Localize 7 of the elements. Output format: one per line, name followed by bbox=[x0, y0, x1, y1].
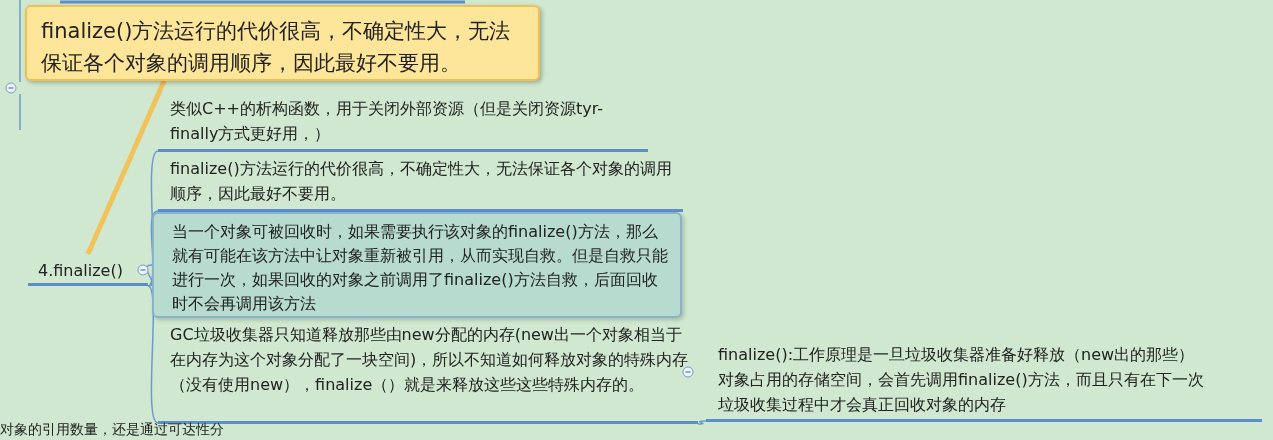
note-text: 对象的引用数量，还是通过可达性分 bbox=[0, 421, 224, 439]
connector-line bbox=[145, 264, 154, 287]
subtopic-text: finalize():工作原理是一旦垃圾收集器准备好释放（new出的那些）对象占用的存储空间，会首先调用finalize()方法，而且只有在下一次垃圾收集过程中才会真正回收对象的内存 bbox=[706, 342, 1262, 422]
subtopic-text: 类似C++的析构函数，用于关闭外部资源（但是关闭资源tyr-finally方式更好用，） bbox=[158, 96, 648, 152]
connector-line bbox=[697, 420, 707, 425]
callout-box: finalize()方法运行的代价很高，不确定性大，无法保证各个对象的调用顺序，因此最好不要用。 bbox=[25, 5, 540, 81]
highlighted-subtopic: 当一个对象可被回收时，如果需要执行该对象的finalize()方法，那么就有可能在该方法中让对象重新被引用，从而实现自救。但是自救只能进行一次，如果回收的对象之前调用了finalize()方法自救，后面回收时不会再调用该方法 bbox=[152, 212, 682, 318]
